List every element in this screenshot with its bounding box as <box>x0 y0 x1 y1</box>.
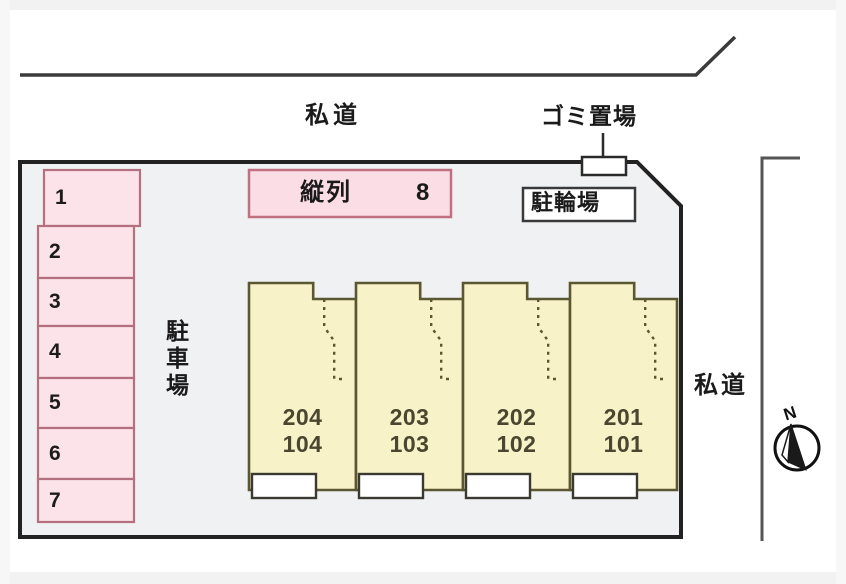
unit-number-upper-floor: 203 <box>389 404 430 430</box>
unit-balcony <box>464 472 532 500</box>
building-unit <box>568 281 679 492</box>
label-garbage-area: ゴミ置場 <box>541 103 637 129</box>
bottom-edge-band <box>0 572 846 584</box>
label-parking-lot: 駐車場 <box>166 318 189 399</box>
label-parking-lot-char: 車 <box>166 345 189 372</box>
parking-stall-shapes <box>36 168 142 524</box>
unit-number-lower-floor: 104 <box>282 431 323 458</box>
compass-icon <box>773 423 821 472</box>
unit-balcony <box>357 472 425 500</box>
building-unit <box>461 281 572 492</box>
parking-stall <box>42 168 142 228</box>
parking-stall <box>36 477 136 524</box>
tandem-parking-box <box>247 168 453 219</box>
unit-balcony <box>571 472 639 500</box>
parking-stall-number: 3 <box>49 290 61 313</box>
unit-stair-dotted-path <box>430 299 454 381</box>
unit-number-lower-floor: 102 <box>496 431 537 458</box>
parking-stall-number: 5 <box>49 391 61 414</box>
label-parking-lot-char: 場 <box>166 372 189 399</box>
unit-number-upper-floor: 202 <box>496 404 537 430</box>
unit-balcony <box>250 472 318 500</box>
bicycle-parking-box <box>521 186 637 223</box>
label-road-right: 私道 <box>694 372 748 399</box>
parking-stall <box>36 324 136 380</box>
unit-stair-dotted-path <box>644 299 668 381</box>
building-unit <box>354 281 465 492</box>
label-parking-lot-char: 駐 <box>166 318 189 344</box>
garbage-area-marker <box>580 133 628 177</box>
parking-stall-number: 1 <box>55 186 67 209</box>
top-edge-band <box>0 0 846 10</box>
parking-stall <box>36 224 136 280</box>
label-tandem-parking-count: 8 <box>416 179 430 206</box>
label-road-top: 私道 <box>305 102 361 129</box>
unit-number-upper-floor: 204 <box>282 404 323 430</box>
building-unit-shapes <box>247 281 679 500</box>
road-line-right <box>760 156 800 541</box>
road-line-top <box>20 35 737 77</box>
unit-stair-dotted-path <box>323 299 347 381</box>
label-tandem-parking: 縦列 <box>300 179 352 206</box>
unit-number-lower-floor: 101 <box>603 431 644 458</box>
parking-stall <box>36 276 136 328</box>
parking-stall-number: 7 <box>49 488 61 512</box>
label-bicycle-parking: 駐輪場 <box>531 190 601 215</box>
building-unit <box>247 281 358 492</box>
parking-stall-number: 2 <box>49 240 61 263</box>
unit-stair-dotted-path <box>537 299 561 381</box>
parking-stall-number: 6 <box>49 441 61 465</box>
right-edge-band <box>836 0 846 584</box>
unit-number-upper-floor: 201 <box>603 404 644 430</box>
unit-number-lower-floor: 103 <box>389 431 430 458</box>
left-edge-band <box>0 0 10 584</box>
parking-stall-number: 4 <box>49 340 61 363</box>
